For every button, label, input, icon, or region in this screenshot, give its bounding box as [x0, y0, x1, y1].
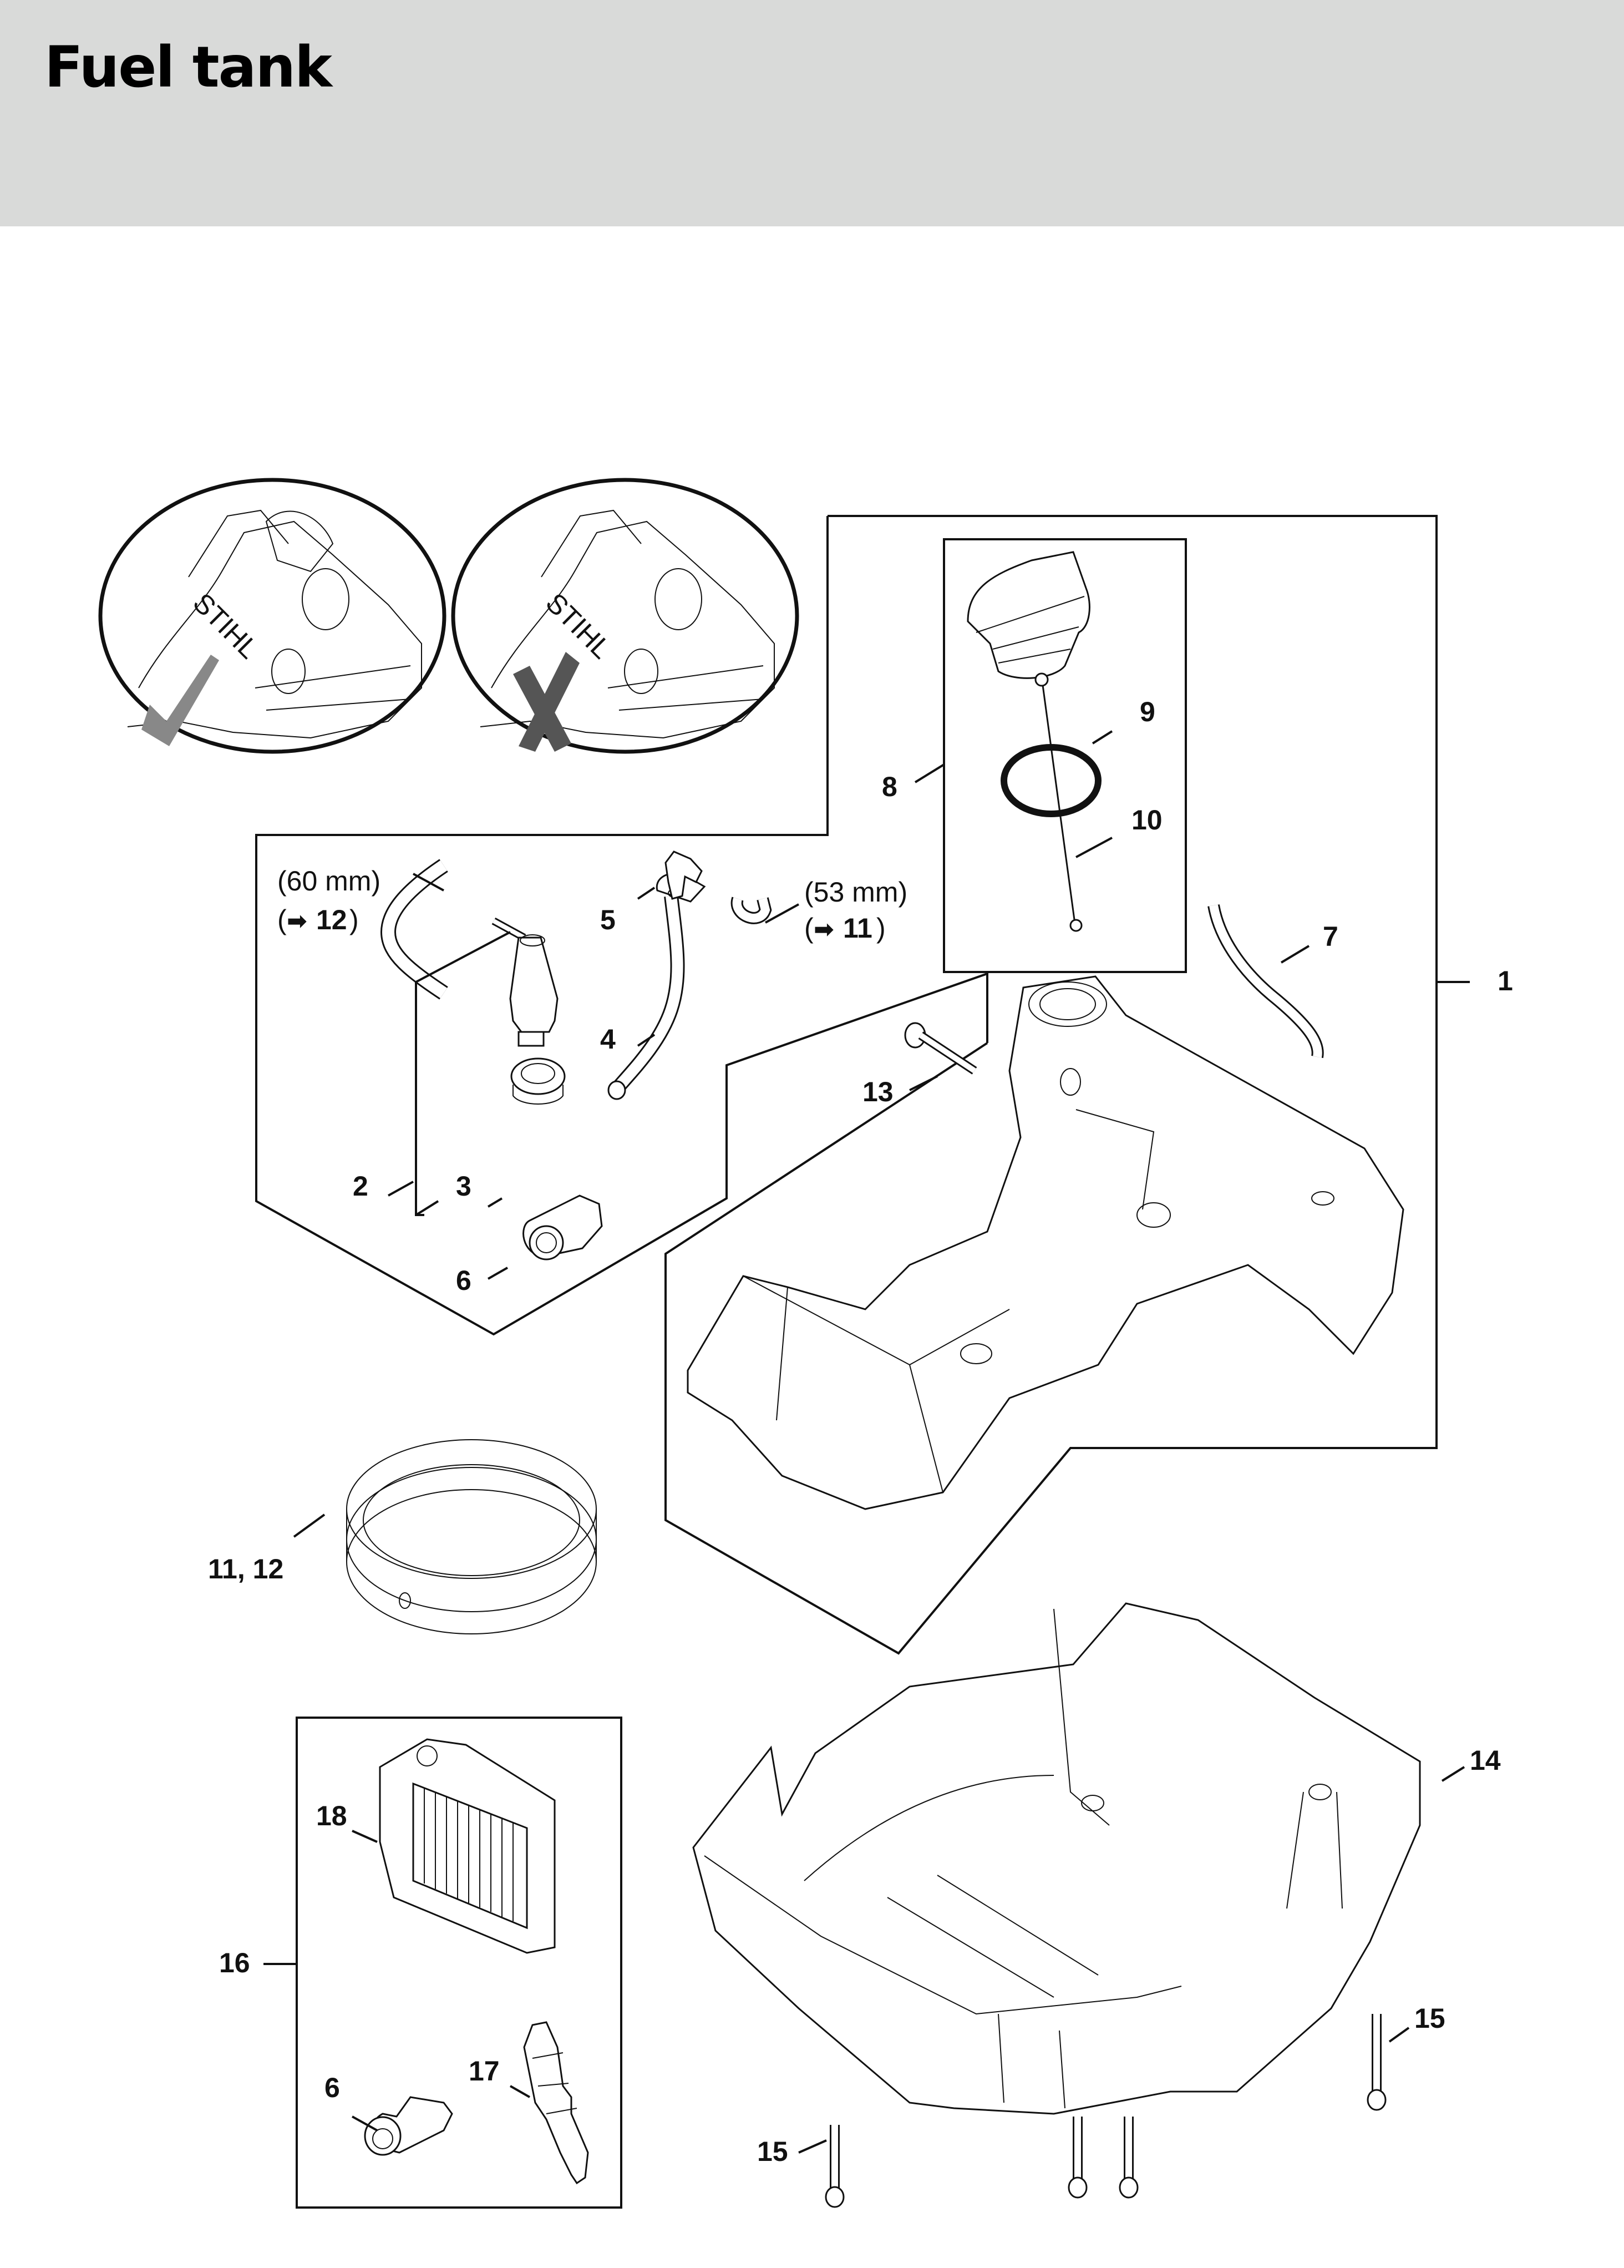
callout-2: 2 — [353, 1171, 368, 1202]
callout-3: 3 — [456, 1171, 471, 1202]
hose-53mm-ref-number: 11 — [843, 913, 872, 944]
svg-text:): ) — [349, 904, 359, 935]
inset-incorrect: STIHL — [451, 478, 799, 754]
callout-9: 9 — [1140, 696, 1155, 727]
callout-14: 14 — [1470, 1745, 1501, 1776]
callout-10: 10 — [1131, 804, 1163, 836]
filter-pleats — [424, 1788, 514, 1921]
screw-15-d — [1367, 2014, 1387, 2111]
svg-text:): ) — [876, 913, 886, 944]
spark-plug-17 — [523, 2021, 589, 2185]
fill-cap — [967, 551, 1090, 679]
screw-13 — [904, 1022, 977, 1075]
pickup-body — [491, 917, 559, 1047]
callout-5: 5 — [600, 904, 616, 935]
leader-lines — [263, 730, 1470, 2154]
callout-17: 17 — [469, 2056, 500, 2087]
callout-6-kit: 6 — [324, 2072, 340, 2103]
callout-18: 18 — [316, 1800, 347, 1831]
check-icon — [141, 655, 219, 746]
engine-housing-illustration: STIHL — [480, 509, 775, 739]
brand-logo: STIHL — [187, 587, 265, 665]
hose-53mm-ref: ( ➡ 11 ) — [804, 913, 886, 944]
hose-7 — [1207, 904, 1324, 1059]
bracket-2 — [415, 982, 424, 1216]
page-title: Fuel tank — [44, 34, 332, 100]
cross-icon — [513, 652, 580, 752]
cover-14 — [692, 1602, 1421, 2115]
screw-15-b — [1068, 2117, 1088, 2199]
callout-15-left: 15 — [757, 2136, 788, 2167]
callout-1: 1 — [1498, 965, 1513, 996]
fuel-line-4 — [607, 872, 706, 1100]
callout-13: 13 — [862, 1076, 894, 1107]
fuel-filter-6-kit — [364, 2096, 453, 2156]
callout-15-right: 15 — [1414, 2003, 1445, 2034]
callout-6: 6 — [456, 1265, 471, 1296]
callout-16: 16 — [219, 1947, 250, 1978]
screw-15-c — [1119, 2117, 1139, 2199]
inset-correct: STIHL — [98, 478, 446, 754]
hose-53mm-length: (53 mm) — [804, 877, 907, 908]
air-filter-18 — [379, 1738, 556, 1954]
fill-cap-frame — [943, 538, 1187, 973]
coiled-hose — [346, 1439, 597, 1634]
kit-frame — [296, 1717, 622, 2209]
elbow-connector-5 — [664, 850, 703, 900]
grommet-3 — [510, 1057, 566, 1105]
screw-15-a — [825, 2125, 845, 2208]
svg-text:(: ( — [804, 913, 814, 944]
hose-60mm-ref: ( ➡ 12 ) — [277, 904, 359, 935]
arrow-right-icon: ➡ — [814, 915, 834, 944]
callout-7: 7 — [1323, 921, 1338, 952]
retainer-rod — [1034, 672, 1083, 932]
engine-housing-illustration: STIHL — [127, 509, 422, 739]
callout-4: 4 — [600, 1024, 616, 1055]
assembly-frame-pickup — [255, 516, 988, 1336]
page-header: Fuel tank — [0, 0, 1624, 226]
svg-text:(: ( — [277, 904, 287, 935]
callout-11-12: 11, 12 — [208, 1553, 283, 1584]
arrow-right-icon: ➡ — [287, 907, 307, 935]
fuel-filter-6 — [522, 1194, 603, 1260]
hose-60mm-length: (60 mm) — [277, 865, 380, 897]
assembly-frame-tank — [664, 515, 1438, 1655]
callout-8: 8 — [882, 771, 897, 802]
hose-60mm-ref-number: 12 — [316, 904, 347, 935]
brand-logo: STIHL — [540, 587, 617, 665]
o-ring — [1001, 744, 1102, 817]
fuel-tank — [687, 975, 1404, 1510]
